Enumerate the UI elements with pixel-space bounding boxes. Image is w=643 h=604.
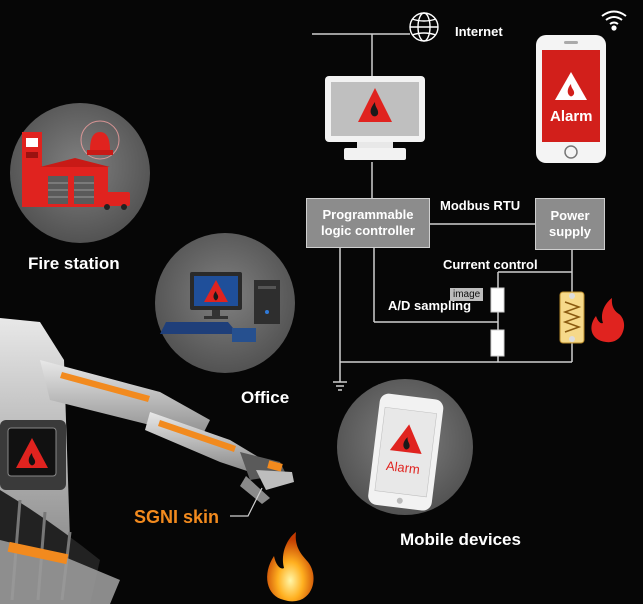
resistor-icon [490, 287, 505, 313]
modbus-label: Modbus RTU [440, 198, 521, 213]
globe-icon [409, 12, 439, 42]
power-label-line2: supply [549, 224, 591, 239]
wiring [312, 33, 573, 382]
resistor-icon-2 [490, 329, 505, 357]
internet-label: Internet [455, 24, 503, 39]
office-label: Office [241, 388, 290, 407]
robot-body [0, 318, 120, 604]
monitor-icon [325, 76, 425, 160]
sgni-skin-label: SGNI skin [134, 507, 220, 527]
current-control-label: Current control [443, 257, 538, 272]
fire-station-label: Fire station [28, 254, 120, 273]
wifi-icon [601, 10, 627, 31]
image-tag: image [450, 288, 484, 301]
power-supply-box: Power supply [535, 198, 605, 250]
mobile-devices-label: Mobile devices [400, 530, 521, 549]
phone-alarm-label: Alarm [550, 108, 593, 125]
sgni-pointer [230, 487, 263, 517]
flame-icon [267, 532, 314, 602]
power-label-line1: Power [550, 208, 590, 223]
fire-icon [591, 298, 625, 343]
mobile-devices-icon [337, 379, 473, 515]
plc-label-line1: Programmable [322, 207, 414, 222]
heater-coil-icon [559, 291, 585, 344]
ad-sampling-label: A/D sampling [388, 298, 472, 313]
robot-arm [40, 360, 294, 504]
ground-icon [333, 381, 347, 391]
plc-box: Programmable logic controller [306, 198, 430, 248]
plc-label-line2: logic controller [321, 223, 415, 238]
alarm-warning-icon [358, 88, 392, 122]
fire-station-icon [10, 103, 150, 243]
phone-icon [536, 35, 606, 163]
office-icon [155, 233, 295, 373]
